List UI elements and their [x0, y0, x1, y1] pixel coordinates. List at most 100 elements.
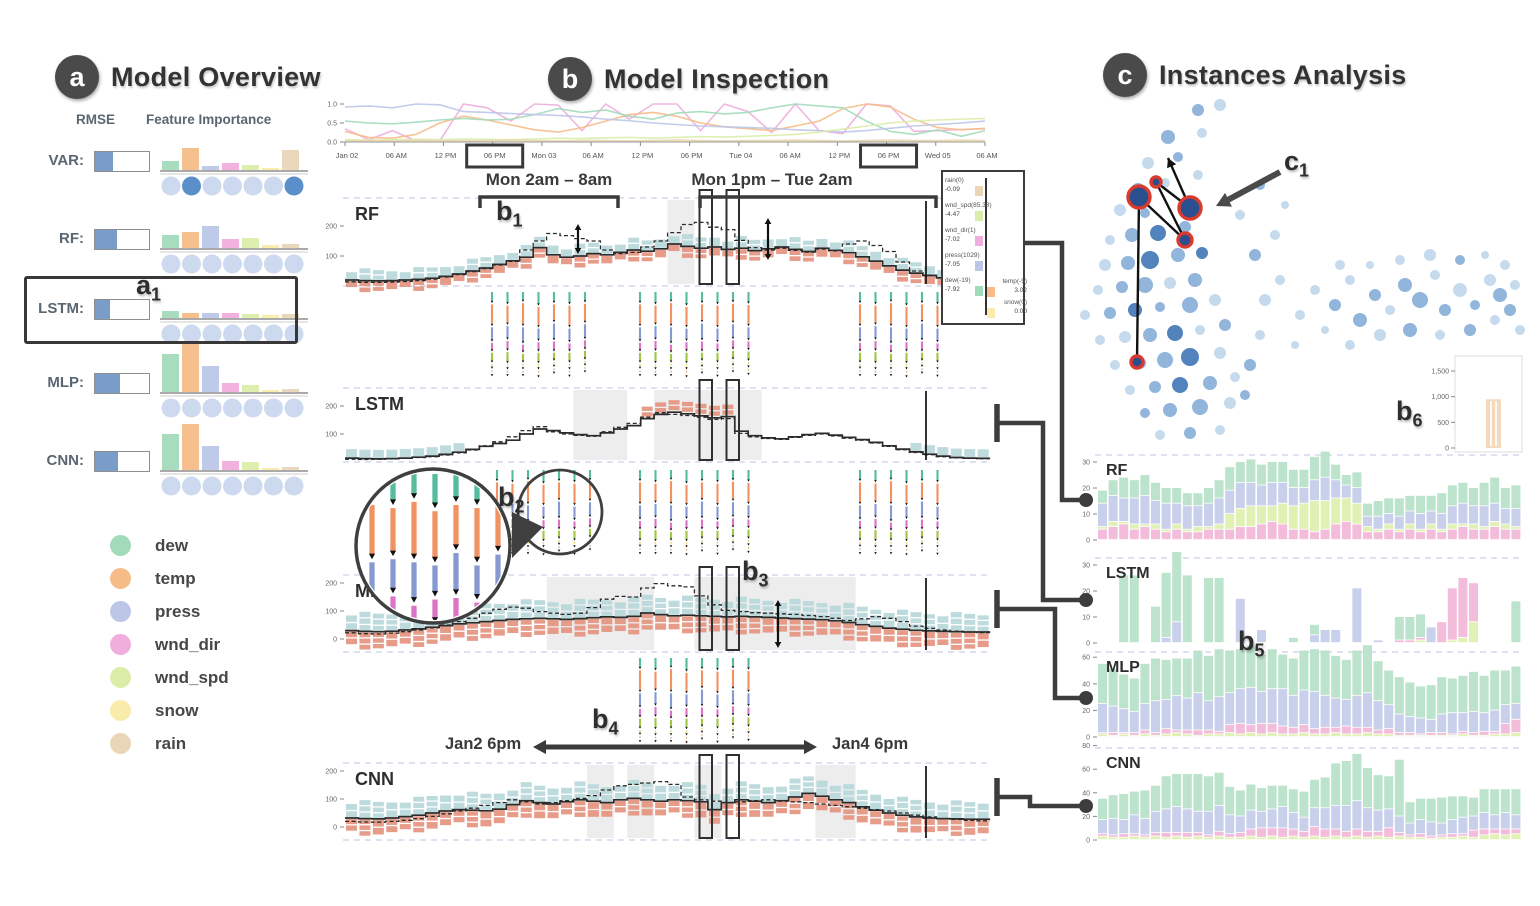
rmse-bar — [94, 373, 150, 394]
svg-text:12 PM: 12 PM — [435, 151, 457, 160]
rmse-bar — [94, 229, 150, 250]
legend-item-dew[interactable]: dew — [110, 529, 229, 562]
svg-text:20: 20 — [1082, 708, 1090, 715]
svg-text:0: 0 — [1445, 446, 1449, 453]
panel-c-header: c Instances Analysis — [1103, 53, 1407, 97]
tooltip-feature-name: wnd_dir(1) — [945, 227, 976, 234]
feature-importance-chart — [160, 424, 308, 496]
svg-text:RF: RF — [1106, 462, 1128, 479]
svg-text:30: 30 — [1082, 563, 1090, 570]
svg-text:CNN: CNN — [1106, 755, 1141, 772]
svg-text:06 AM: 06 AM — [386, 151, 407, 160]
model-row-mlp[interactable]: MLP: — [20, 344, 325, 430]
jan2-6pm-label: Jan2 6pm — [445, 735, 522, 753]
legend-label: rain — [155, 733, 187, 753]
svg-text:100: 100 — [325, 432, 337, 439]
legend-item-press[interactable]: press — [110, 595, 229, 628]
tooltip-feature-value: -0.09 — [945, 186, 960, 193]
legend-label: wnd_spd — [155, 667, 229, 687]
svg-text:500: 500 — [1437, 420, 1449, 427]
legend-swatch — [110, 667, 131, 688]
legend-swatch — [110, 601, 131, 622]
svg-text:RF: RF — [355, 204, 379, 224]
legend-swatch — [110, 733, 131, 754]
annotation-b4: b4 — [592, 704, 619, 739]
tooltip-feature-name: wnd_spd(85.38) — [945, 202, 992, 209]
tooltip-feature-swatch — [975, 186, 983, 196]
c1-arrow — [1216, 169, 1282, 207]
panel-a-badge: a — [55, 55, 99, 99]
svg-text:CNN: CNN — [355, 769, 394, 789]
legend-label: press — [155, 601, 201, 621]
model-label: VAR: — [48, 152, 84, 169]
legend-item-snow[interactable]: snow — [110, 694, 229, 727]
svg-text:1,000: 1,000 — [1431, 394, 1449, 401]
b6-mini-chart[interactable]: 0 500 1,000 1,500 — [1431, 355, 1523, 453]
panel-c-title: Instances Analysis — [1159, 59, 1407, 90]
tooltip-feature-name: rain(0) — [945, 177, 964, 184]
time-range-1-label: Mon 2am – 8am — [485, 170, 613, 189]
jan4-6pm-label: Jan4 6pm — [832, 735, 909, 753]
tooltip-feature-swatch — [975, 286, 983, 296]
svg-text:40: 40 — [1082, 681, 1090, 688]
time-range-2-label: Mon 1pm – Tue 2am — [691, 170, 853, 189]
svg-text:80: 80 — [1082, 743, 1090, 750]
legend-item-wnd_spd[interactable]: wnd_spd — [110, 661, 229, 694]
svg-text:200: 200 — [325, 404, 337, 411]
svg-text:200: 200 — [325, 769, 337, 776]
rmse-bar — [94, 299, 150, 320]
svg-text:0: 0 — [1086, 538, 1090, 545]
legend-label: wnd_dir — [155, 634, 221, 654]
model-row-var[interactable]: VAR: — [20, 128, 325, 208]
annotation-b1: b1 — [496, 196, 523, 231]
rmse-bar — [94, 451, 150, 472]
lstm-highlight-box[interactable] — [24, 276, 298, 344]
svg-text:0: 0 — [1086, 641, 1090, 648]
svg-text:LSTM: LSTM — [355, 394, 404, 414]
feature-importance-column-header: Feature Importance — [146, 112, 272, 127]
tooltip-feature-name: snow(0) — [1003, 299, 1027, 306]
model-label: LSTM: — [38, 300, 84, 317]
panel-b-header: b Model Inspection — [548, 57, 829, 101]
feature-importance-chart — [160, 148, 308, 196]
legend-item-temp[interactable]: temp — [110, 562, 229, 595]
model-row-rf[interactable]: RF: — [20, 206, 325, 286]
inspection-chart-lstm[interactable]: 200 100 LSTM — [325, 379, 992, 463]
tooltip-feature-value: 0.00 — [1014, 308, 1027, 315]
tooltip-feature-swatch — [975, 211, 983, 221]
legend-item-rain[interactable]: rain — [110, 727, 229, 760]
legend-item-wnd_dir[interactable]: wnd_dir — [110, 628, 229, 661]
svg-text:1,500: 1,500 — [1431, 369, 1449, 376]
legend-label: temp — [155, 568, 196, 588]
svg-text:10: 10 — [1082, 512, 1090, 519]
model-row-lstm[interactable]: LSTM: — [20, 276, 325, 356]
inspection-chart-mlp[interactable]: 2001000MLP — [325, 566, 992, 653]
svg-text:06 PM: 06 PM — [484, 151, 506, 160]
tooltip-feature-value: 3.02 — [1014, 287, 1027, 294]
tooltip-feature-name: temp(-5) — [1002, 278, 1027, 285]
instances-scatter[interactable] — [1080, 99, 1525, 440]
tooltip-feature-value: -7.92 — [945, 286, 960, 293]
panel-a-header: a Model Overview — [55, 55, 321, 99]
svg-text:MLP: MLP — [1106, 659, 1140, 676]
model-label: CNN: — [46, 452, 85, 469]
svg-text:60: 60 — [1082, 767, 1090, 774]
tooltip-feature-swatch — [987, 308, 995, 318]
svg-text:200: 200 — [325, 581, 337, 588]
annotation-b3: b3 — [742, 556, 769, 591]
svg-text:20: 20 — [1082, 814, 1090, 821]
model-row-cnn[interactable]: CNN: — [20, 424, 325, 508]
annotation-b5: b5 — [1238, 626, 1265, 661]
feature-importance-chart — [160, 226, 308, 274]
legend-swatch — [110, 535, 131, 556]
contribution-glyphs — [354, 292, 939, 744]
rmse-column-header: RMSE — [76, 112, 116, 127]
